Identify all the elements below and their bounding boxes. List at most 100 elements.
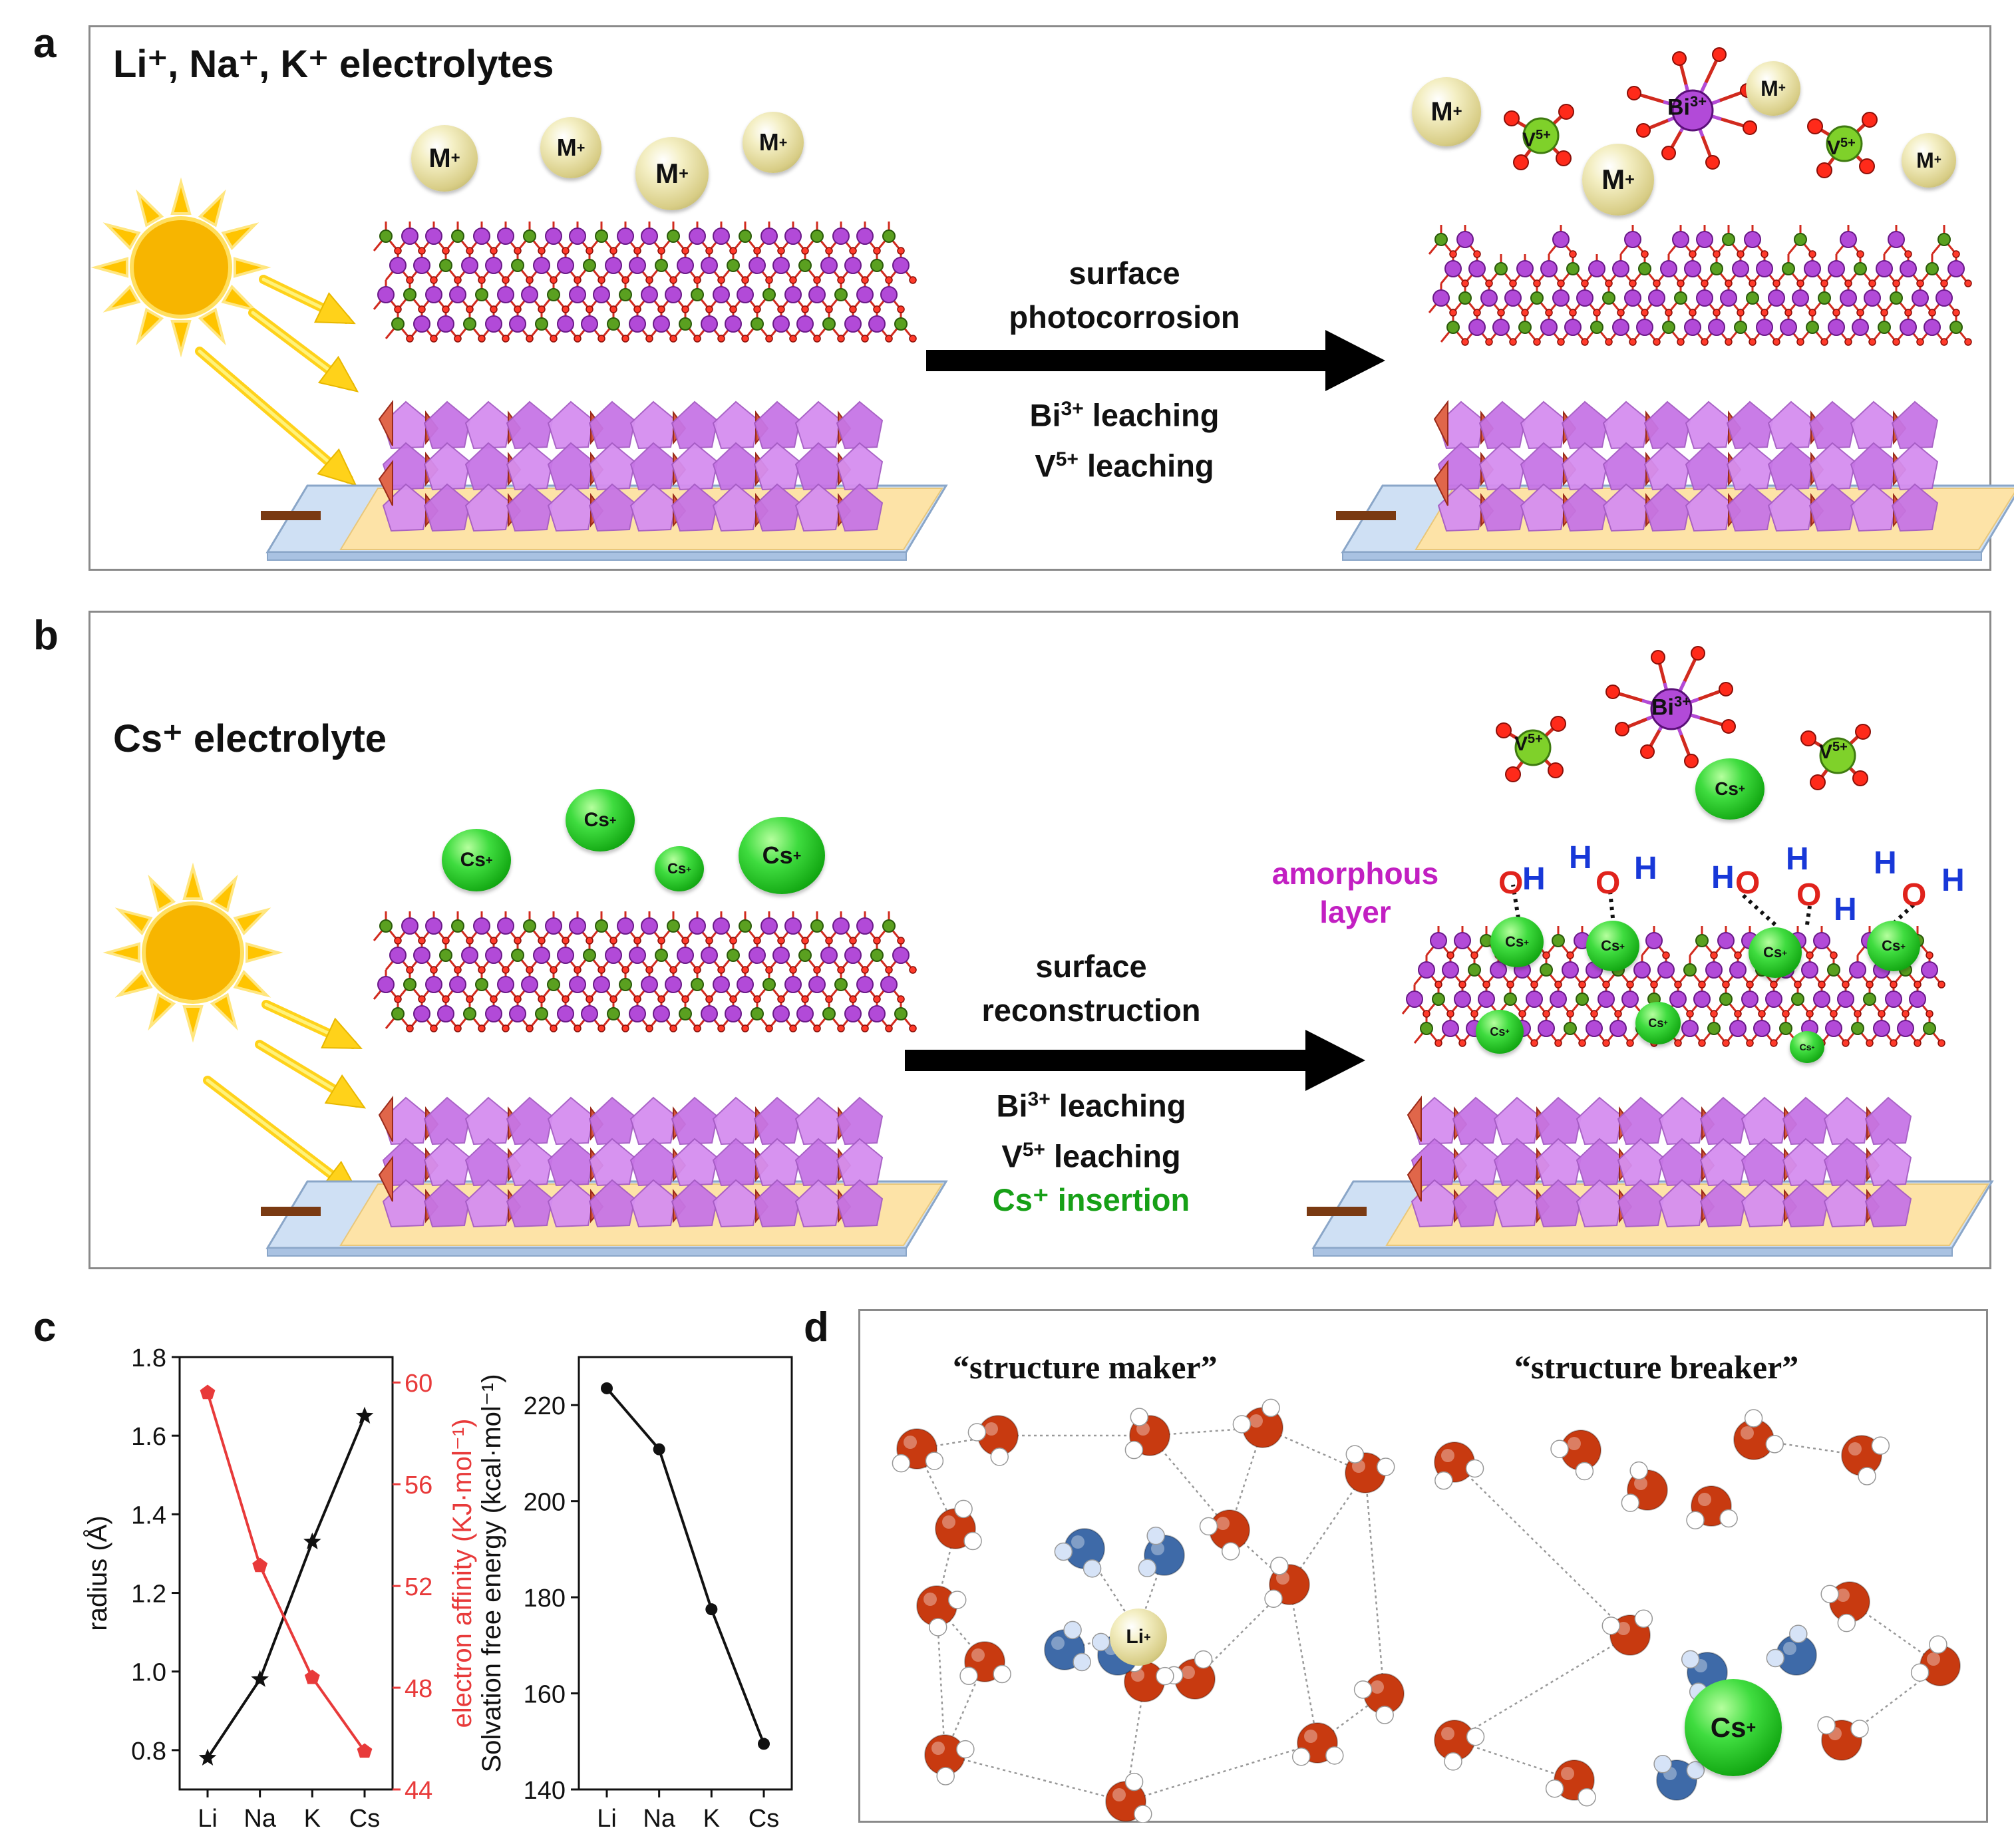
oxygen-atom xyxy=(586,995,593,1003)
oxygen-atom xyxy=(1641,309,1649,317)
oxygen-atom xyxy=(789,966,797,974)
bi-polyhedron xyxy=(547,400,595,450)
oxygen-atom xyxy=(1684,754,1699,768)
x-tick-label: K xyxy=(703,1805,720,1833)
oxygen-atom xyxy=(1651,650,1665,665)
bi-polyhedron xyxy=(629,1179,677,1228)
bi-polyhedron xyxy=(1534,1096,1582,1146)
oxygen-atom xyxy=(1686,1010,1694,1018)
water-molecule xyxy=(1434,1442,1484,1490)
bismuth-atom xyxy=(856,976,874,993)
bismuth-atom xyxy=(1900,260,1917,277)
oxygen-atom xyxy=(717,966,725,974)
bismuth-atom xyxy=(1828,260,1845,277)
oxygen-atom xyxy=(406,276,414,284)
bi-polyhedron xyxy=(712,1138,760,1187)
water-hydrogen xyxy=(1444,1752,1462,1771)
water-molecule xyxy=(1232,1398,1283,1448)
vanadium-atom xyxy=(727,259,740,272)
oxygen-atom xyxy=(1653,338,1661,346)
chart-1-frame xyxy=(178,1356,394,1791)
oxygen-atom xyxy=(1749,279,1757,287)
vanadium-atom xyxy=(583,949,596,962)
water-o: O xyxy=(1902,877,1927,913)
vanadium-atom xyxy=(523,919,536,933)
vanadium-atom xyxy=(607,1007,620,1020)
oxygen-atom xyxy=(753,305,761,313)
hydrogen-bond xyxy=(1511,884,1520,919)
bi-polyhedron xyxy=(1823,1179,1871,1228)
bismuth-atom xyxy=(868,315,886,333)
water-hydrogen xyxy=(959,1666,978,1685)
bismuth-atom xyxy=(533,257,550,274)
bismuth-atom xyxy=(629,1005,646,1022)
oxygen-atom xyxy=(1772,338,1780,346)
panel-b-process-text: surface reconstruction xyxy=(918,945,1264,1032)
bismuth-atom xyxy=(1526,991,1543,1008)
vanadium-atom xyxy=(1522,117,1560,154)
bismuth-atom xyxy=(497,917,514,935)
oxygen-atom xyxy=(1830,951,1838,959)
vanadium-atom xyxy=(403,288,417,301)
water-hydrogen xyxy=(1261,1398,1280,1418)
vo4-ion xyxy=(1800,724,1871,790)
oxygen-atom xyxy=(1626,981,1634,989)
sun-ray xyxy=(102,222,141,251)
oxygen-atom xyxy=(717,276,725,284)
water-molecule xyxy=(967,1415,1019,1466)
oxygen-atom xyxy=(801,305,809,313)
vanadium-atom xyxy=(1518,321,1532,334)
bivo4-crystal xyxy=(1401,926,1945,1228)
water-molecule xyxy=(1291,1722,1344,1766)
vanadium-atom xyxy=(583,259,596,272)
oxygen-atom xyxy=(825,305,833,313)
oxygen-atom xyxy=(1672,51,1687,66)
oxygen-atom xyxy=(1844,279,1852,287)
bismuth-atom xyxy=(641,228,658,245)
water-hydrogen xyxy=(1686,1761,1705,1779)
bi-polyhedron xyxy=(1726,483,1774,532)
y-axis-label: Solvation free energy (kcal·mol⁻¹) xyxy=(477,1374,506,1772)
vanadium-atom xyxy=(834,978,848,991)
bi-polyhedron xyxy=(1617,1096,1665,1146)
amorphous-layer-label: amorphous layer xyxy=(1271,856,1439,929)
water-molecule xyxy=(1199,1509,1250,1561)
oxygen-atom xyxy=(406,966,414,974)
water-hydrogen xyxy=(1124,1772,1144,1791)
water-hydrogen xyxy=(1837,1613,1856,1632)
bismuth-atom xyxy=(772,1005,790,1022)
oxygen-atom xyxy=(1662,951,1670,959)
water-first-shell xyxy=(1766,1624,1817,1676)
bi-polyhedron xyxy=(1520,400,1568,450)
water-hydrogen xyxy=(1124,1440,1144,1460)
bismuth-atom xyxy=(569,228,586,245)
bismuth-atom xyxy=(713,976,730,993)
bismuth-atom xyxy=(509,315,526,333)
water-molecule xyxy=(1601,1609,1653,1656)
oxygen-atom xyxy=(1952,250,1960,258)
bismuth-atom xyxy=(521,976,538,993)
light-arrow-head xyxy=(313,292,356,325)
oxygen-atom xyxy=(1626,1039,1634,1047)
bi-polyhedron xyxy=(836,1096,884,1146)
water-hydrogen xyxy=(1130,1408,1149,1426)
bi-polyhedron xyxy=(588,1138,636,1187)
oxygen-atom xyxy=(801,995,809,1003)
water-h: H xyxy=(1786,842,1809,877)
structure-breaker-label: “structure breaker” xyxy=(1514,1348,1799,1386)
bismuth-atom xyxy=(413,947,430,964)
water-molecule xyxy=(1733,1409,1784,1460)
oxygen-atom xyxy=(633,937,641,945)
bismuth-atom xyxy=(1586,1020,1603,1037)
oxygen-atom xyxy=(693,276,701,284)
bi-polyhedron xyxy=(712,483,760,532)
bi-ion-complex xyxy=(1605,646,1736,768)
bi-polyhedron xyxy=(1891,400,1939,450)
cs-ion: Cs+ xyxy=(739,817,825,894)
oxygen-atom xyxy=(1554,1039,1562,1047)
bi-polyhedron xyxy=(1602,483,1650,532)
bismuth-atom xyxy=(1732,260,1749,277)
oxygen-atom xyxy=(1629,279,1637,287)
vanadium-atom xyxy=(1851,1022,1864,1035)
